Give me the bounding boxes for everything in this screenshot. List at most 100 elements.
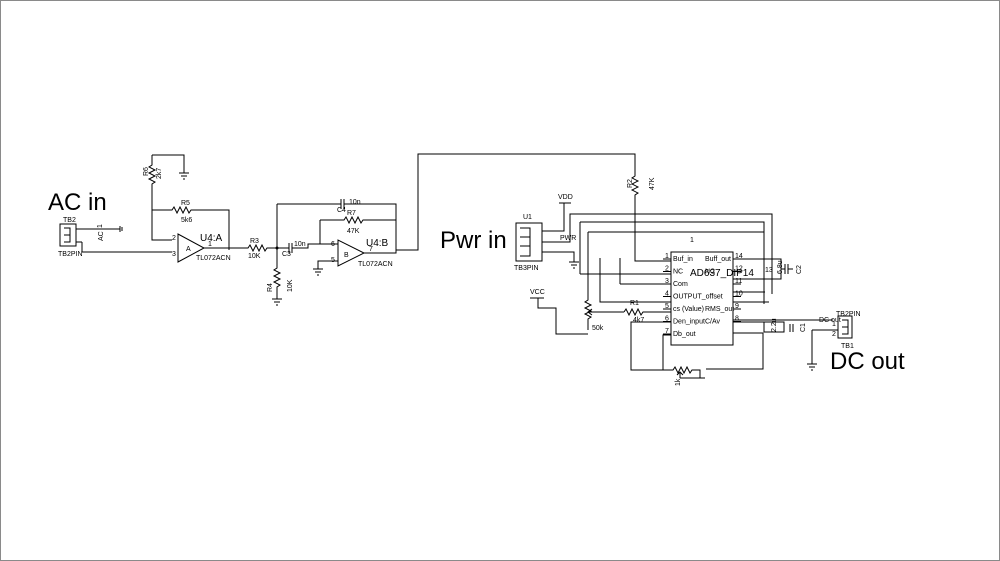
wire-u1-vdd — [542, 203, 565, 232]
c2-ref: C2 — [796, 265, 803, 274]
wire-u4b-plus-gnd — [317, 260, 338, 269]
r1-ref: R1 — [630, 300, 639, 307]
wire-c4-right — [344, 203, 397, 250]
ic-pin-number: 4 — [665, 291, 669, 298]
r2-ref: R2 — [627, 179, 634, 188]
u4b-part: TL072ACN — [358, 261, 393, 268]
wire-ic-pins23 — [580, 258, 671, 285]
c2-capacitor: 6.8u C2 — [777, 260, 803, 274]
r7-value: 47K — [347, 228, 360, 235]
tb2-ref: TB2 — [63, 217, 76, 224]
c1-ref: C1 — [800, 323, 807, 332]
r5-ref: R5 — [181, 200, 190, 207]
c2-value: 6.8u — [777, 260, 784, 274]
r3-value: 10K — [248, 253, 261, 260]
ic-pin-name: NC — [673, 269, 683, 276]
r3-resistor: R3 10K — [244, 238, 273, 260]
ground-symbol — [179, 172, 189, 180]
ic-pin-number: 6 — [665, 316, 669, 323]
ad637-ic: 1 AD637_DIP14 — [670, 237, 754, 346]
ic-pin-2: 2 NC — [663, 266, 683, 276]
u4a-unit: A — [186, 246, 191, 253]
r6-ref: R6 — [143, 167, 150, 176]
r4-value: 10K — [287, 279, 294, 292]
wire-vcc — [530, 297, 588, 335]
r2-value: 47K — [649, 177, 656, 190]
wire-ac-in — [81, 242, 172, 253]
r7-ref: R7 — [347, 210, 356, 217]
wire-ic-top2 — [579, 222, 764, 292]
u4b-pin7: 7 — [369, 246, 373, 253]
ic-pin-number: 2 — [665, 266, 669, 273]
ic-pin-number: 3 — [665, 278, 669, 285]
c4-ref: C4 — [337, 207, 346, 214]
ground-symbol-u1 — [569, 261, 579, 269]
tb2-part: TB2PIN — [58, 251, 83, 258]
tb1-connector: TB2PIN TB1 1 2 DC out — [819, 311, 861, 350]
wire-ic-pin4 — [599, 258, 671, 303]
ac-in-label: AC in — [48, 189, 107, 216]
ic-pin-10: 10 — [733, 291, 743, 298]
ic-pin-number: 7 — [665, 328, 669, 335]
wire-r6-u4a — [151, 190, 172, 241]
r1-value: 4k7 — [633, 317, 644, 324]
r5-resistor: R5 5k6 — [152, 200, 230, 250]
r3-ref: R3 — [250, 238, 259, 245]
ic-title: 1 — [690, 237, 694, 244]
u4a-opamp: 2 3 A 1 U4:A TL072ACN — [172, 233, 231, 263]
wire-ic-pins1110 — [733, 291, 769, 303]
r5-value: 5k6 — [181, 217, 192, 224]
tb1-pin1: 1 — [832, 321, 836, 328]
tb1-ref: TB1 — [841, 343, 854, 350]
wire-r6-gnd — [152, 154, 185, 173]
ground-symbol-r4 — [272, 298, 282, 306]
r2-resistor: R2 47K — [627, 172, 671, 262]
ic-pin-name: Den_input — [673, 319, 705, 326]
u4a-pin1: 1 — [208, 241, 212, 248]
c3-ref: C3 — [282, 251, 291, 258]
pot1-value: 50k — [592, 325, 604, 332]
ic-pin-number: 10 — [735, 291, 743, 298]
ic-pin-11: 11 — [733, 278, 742, 285]
c3-value: 10n — [294, 241, 306, 248]
ic-part: AD637_DIP14 — [690, 268, 754, 279]
u4a-ref: U4:A — [200, 233, 223, 244]
vcc-label: VCC — [530, 289, 545, 296]
ic-pin-6: 6 Den_input — [663, 316, 705, 326]
u4b-unit: B — [344, 252, 349, 259]
c1-value: 2.2u — [771, 318, 778, 332]
u1-net: PWR — [560, 235, 576, 242]
c3-capacitor: C3 10n — [282, 241, 306, 258]
wire-dc-gnd — [811, 329, 838, 364]
vdd-label: VDD — [558, 194, 573, 201]
ic-pin-number: 14 — [735, 253, 743, 260]
ic-pin-number: 12 — [735, 266, 743, 273]
ic-pin-number: 9 — [735, 303, 739, 310]
ic-pin-number: 5 — [665, 303, 669, 310]
wire-ic-top — [580, 221, 765, 304]
pot2-value: 1k — [675, 378, 682, 386]
r7-resistor: R7 47K — [320, 210, 396, 235]
wire-u4b-out — [364, 153, 636, 254]
u4a-part: TL072ACN — [196, 255, 231, 262]
wire-rms-out — [733, 319, 833, 323]
ic-pin-number: 8 — [735, 316, 739, 323]
u4b-pin6: 6 — [331, 241, 335, 248]
ic-pin-name: RMS_out — [705, 306, 734, 313]
tb1-net: DC out — [819, 317, 841, 324]
ic-pin13: 13 — [765, 267, 773, 274]
ic-pin-name: Buf_in — [673, 256, 693, 263]
wire-ic-bottom — [630, 321, 764, 371]
tb2-pin1: 1 — [97, 224, 104, 228]
r4-resistor: R4 10K — [267, 248, 294, 299]
tb2-connector: TB2 TB2PIN 1 AC — [58, 217, 123, 258]
ground-symbol-u4b — [313, 268, 323, 276]
